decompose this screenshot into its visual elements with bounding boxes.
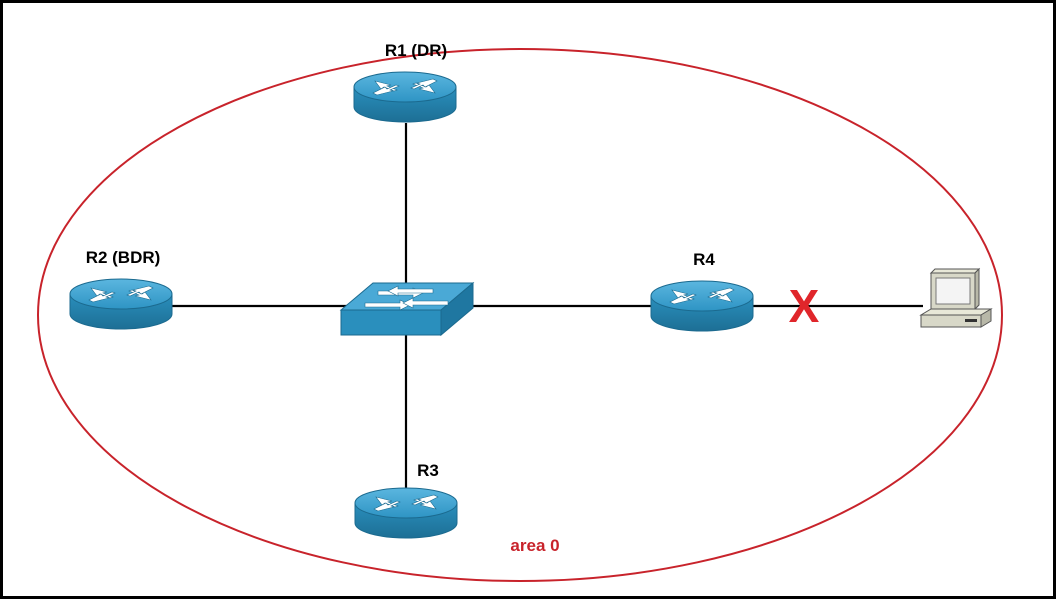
router-r3-label: R3 [417,461,439,480]
router-r2-icon [69,278,173,330]
switch-icon [339,281,475,337]
area-boundary [37,48,1003,582]
router-r3-icon [354,487,458,539]
router-r1-icon [353,71,457,123]
links [171,123,923,498]
diagram-canvas [37,48,1003,582]
router-r4-icon [650,280,754,332]
area-label: area 0 [510,536,560,555]
router-r2-label: R2 (BDR) [85,248,161,267]
computer-icon [919,267,993,328]
router-r4-label: R4 [693,250,715,269]
fault-x-mark-icon: X [788,280,820,332]
router-r1-label: R1 (DR) [384,41,448,60]
